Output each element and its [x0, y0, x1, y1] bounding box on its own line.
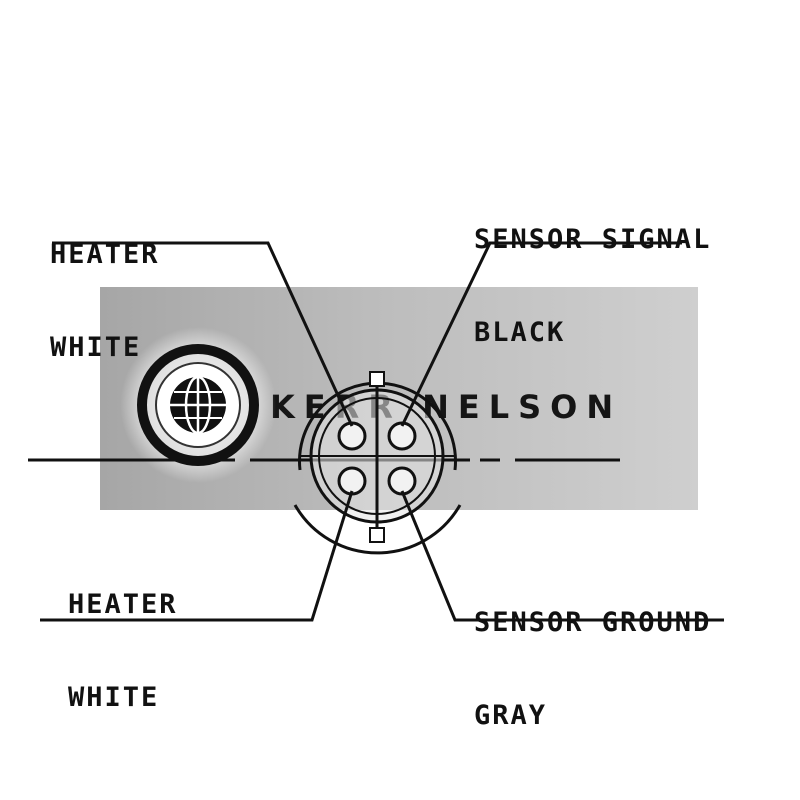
globe-icon: [120, 327, 276, 483]
pin-function: HEATER: [68, 589, 178, 620]
leader-sensor-ground: [400, 490, 724, 622]
pin-wire-color: WHITE: [68, 682, 160, 713]
pin-wire-color: BLACK: [474, 317, 566, 348]
pin-wire-color: WHITE: [50, 332, 142, 363]
pin-wire-color: GRAY: [474, 700, 548, 731]
leader-heater-top: [52, 241, 354, 427]
connector-face: [293, 371, 462, 555]
pin-function: SENSOR GROUND: [474, 607, 712, 638]
pin-label-sensor-ground: SENSOR GROUND GRAY: [474, 545, 711, 793]
pin-heater-bottom: [337, 466, 367, 496]
pin-label-sensor-signal: SENSOR SIGNAL BLACK: [474, 162, 711, 410]
pin-heater-top: [337, 421, 367, 451]
leader-heater-bottom: [40, 490, 354, 622]
pin-label-heater-bottom: HEATER WHITE: [68, 527, 178, 775]
pin-function: SENSOR SIGNAL: [474, 224, 712, 255]
pin-label-heater-top: HEATER WHITE: [50, 177, 160, 425]
pin-sensor-signal: [387, 421, 417, 451]
leader-sensor-signal: [400, 241, 682, 427]
pin-function: HEATER: [50, 239, 160, 270]
pin-sensor-ground: [387, 466, 417, 496]
